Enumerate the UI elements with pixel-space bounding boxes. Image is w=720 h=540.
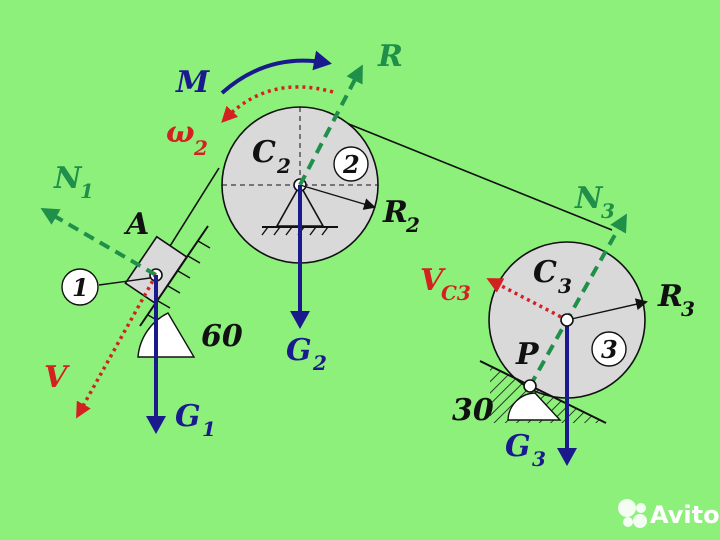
label-n1-sub: 1 (80, 179, 94, 203)
label-n3-sub: 3 (601, 199, 615, 223)
point-c3 (560, 313, 574, 327)
label-v: V (44, 360, 70, 395)
watermark-text: Avito (650, 501, 720, 529)
omega-2-arc (221, 85, 334, 123)
label-g1: G (175, 399, 201, 434)
label-omega-sub: 2 (193, 136, 208, 160)
label-r3-sub: 3 (681, 297, 695, 321)
label-p: P (515, 337, 540, 372)
label-m: M (175, 65, 210, 100)
normal-n3-arrow (528, 213, 627, 387)
label-g1-sub: 1 (202, 417, 216, 441)
label-g2: G (286, 333, 312, 368)
point-p (523, 379, 537, 393)
rope-top (313, 109, 613, 231)
normal-n1-arrow (40, 207, 158, 277)
label-g2-sub: 2 (312, 351, 327, 375)
radius-r3-arrow (566, 298, 648, 321)
label-body-3: 3 (601, 335, 618, 364)
label-a: A (123, 207, 149, 242)
label-n1: N (53, 161, 83, 196)
velocity-v-arrow (76, 274, 158, 419)
label-r3: R (657, 279, 683, 314)
reaction-r-arrow (298, 64, 363, 186)
label-c2: C (252, 135, 276, 170)
label-c2-sub: 2 (276, 154, 291, 178)
velocity-vc3-arrow (486, 278, 568, 322)
label-c3: C (533, 255, 557, 290)
label-vc3: V (420, 263, 446, 298)
label-g3: G (505, 429, 531, 464)
body-1-badge (61, 268, 99, 306)
label-r2: R (382, 195, 408, 230)
radius-r2-arrow (299, 184, 376, 210)
moment-m-arc (220, 50, 332, 95)
label-n3: N (574, 181, 604, 216)
incline-30 (479, 360, 607, 424)
label-omega: ω (166, 115, 195, 150)
label-body-1: 1 (72, 273, 89, 302)
label-r: R (377, 39, 403, 74)
label-vc3-sub: C3 (441, 281, 471, 305)
label-angle-60: 60 (201, 319, 243, 354)
label-c3-sub: 3 (558, 274, 572, 298)
avito-logo-icon (618, 499, 647, 528)
body-1-leader (98, 277, 151, 286)
label-r2-sub: 2 (405, 213, 420, 237)
label-angle-30: 30 (452, 393, 494, 428)
label-body-2: 2 (342, 150, 360, 179)
label-g3-sub: 3 (532, 447, 546, 471)
